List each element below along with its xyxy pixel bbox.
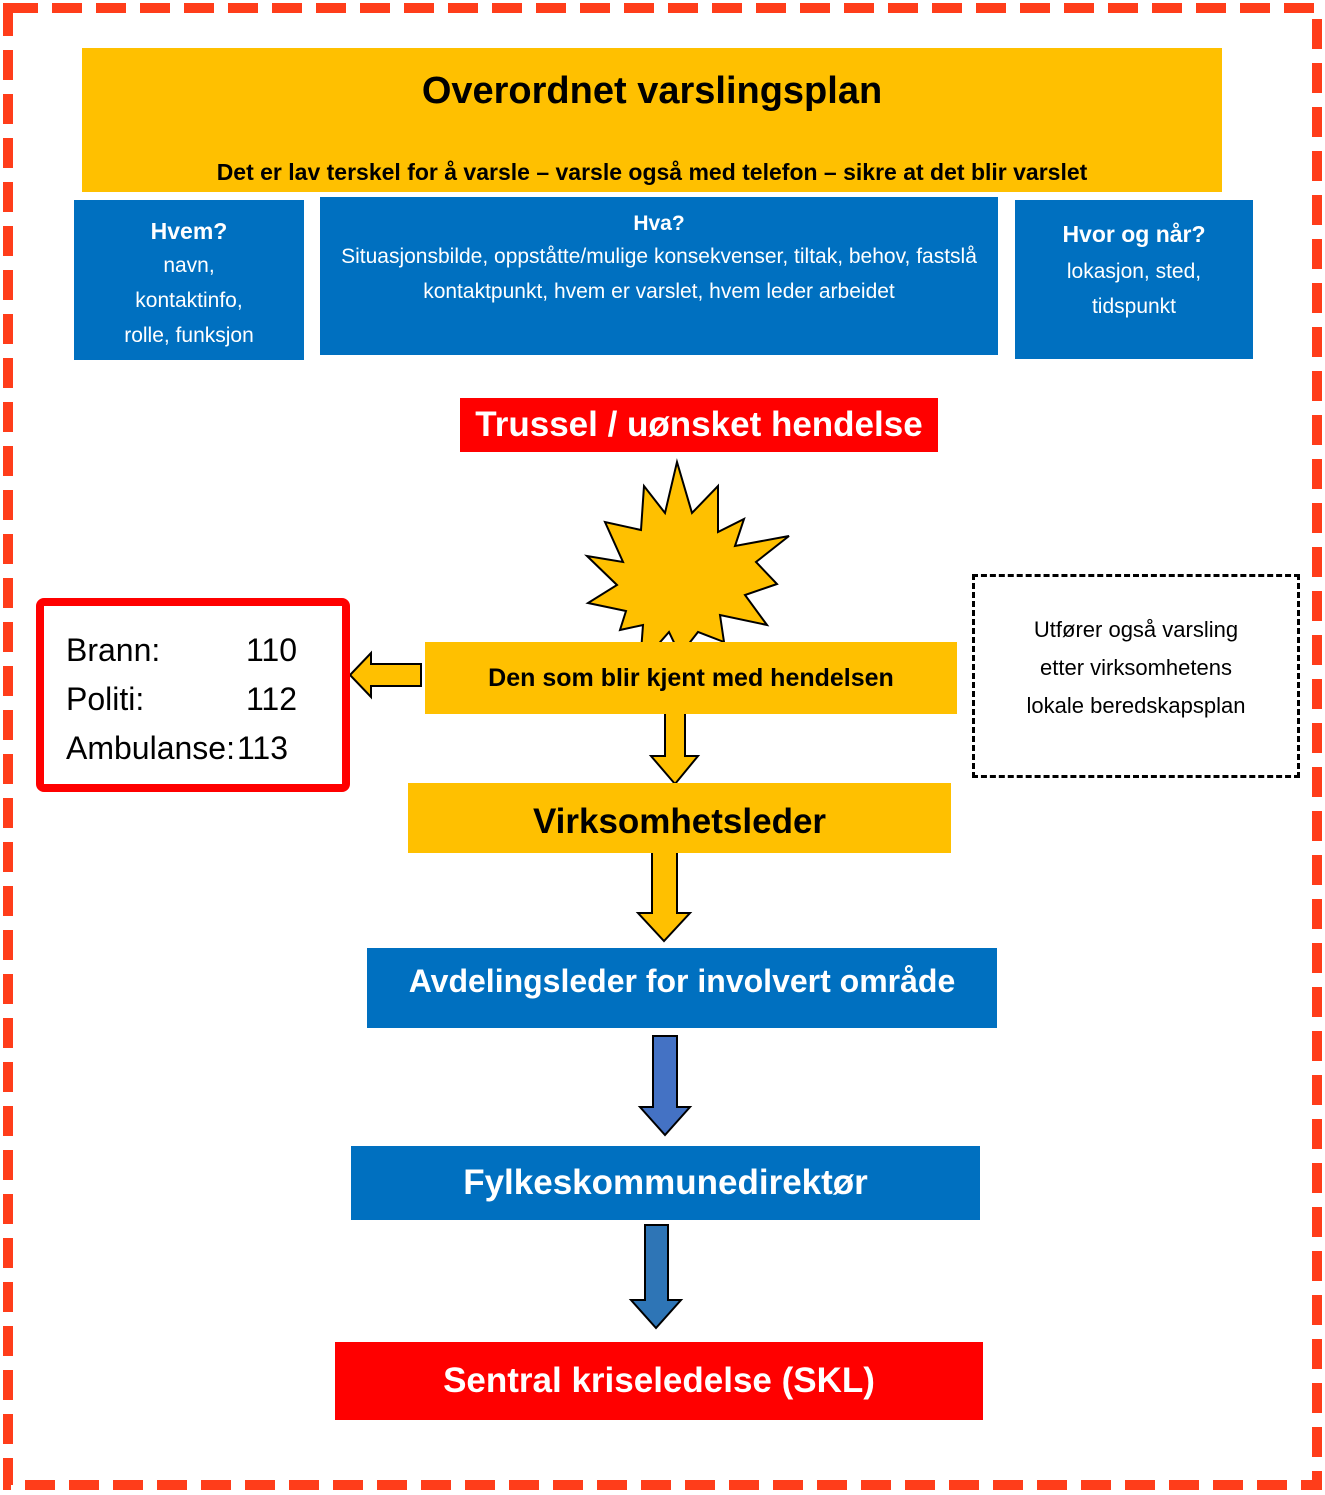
note-box: Utfører også varsling etter virksomheten… [972, 574, 1300, 778]
where-title: Hvor og når? [1062, 221, 1206, 247]
note-line: Utfører også varsling [1033, 617, 1239, 642]
note-line: lokale beredskapsplan [1026, 693, 1246, 718]
info-box-where: Hvor og når? lokasjon, sted, tidspunkt [1015, 200, 1253, 359]
emergency-label: Brann: [66, 632, 161, 668]
flow-step-dept: Avdelingsleder for involvert område [367, 948, 997, 1028]
threat-label: Trussel / uønsket hendelse [460, 398, 938, 452]
emergency-number: 110 [246, 632, 298, 668]
flow-step-director: Fylkeskommunedirektør [351, 1146, 980, 1220]
where-line: lokasjon, sted, [1066, 260, 1202, 283]
who-body: navn, kontaktinfo, rolle, funksjon [74, 248, 304, 353]
emergency-row: Brann: 110 [66, 626, 342, 675]
emergency-row: Politi: 112 [66, 675, 342, 724]
info-box-what: Hva? Situasjonsbilde, oppståtte/mulige k… [320, 197, 998, 355]
who-line: navn, [163, 254, 215, 277]
note-line: etter virksomhetens [1040, 655, 1232, 680]
flow-step-known: Den som blir kjent med hendelsen [425, 642, 957, 714]
page-subtitle: Det er lav terskel for å varsle – varsle… [216, 159, 1088, 185]
emergency-label: Politi: [66, 681, 145, 717]
who-line: kontaktinfo, [135, 289, 243, 312]
emergency-numbers-box: Brann: 110 Politi: 112 Ambulanse: 113 [36, 598, 350, 792]
what-body: Situasjonsbilde, oppståtte/mulige konsek… [341, 245, 977, 303]
emergency-number: 112 [246, 681, 298, 717]
flow-step-skl: Sentral kriseledelse (SKL) [335, 1342, 983, 1420]
who-title: Hvem? [150, 218, 228, 244]
header-banner: Overordnet varslingsplan Det er lav ters… [82, 48, 1222, 192]
emergency-label: Ambulanse: [66, 730, 235, 766]
page-title: Overordnet varslingsplan [421, 70, 883, 112]
emergency-row: Ambulanse: 113 [66, 724, 342, 773]
flow-step-leader: Virksomhetsleder [408, 783, 951, 853]
what-title: Hva? [633, 212, 685, 235]
emergency-number: 113 [236, 730, 288, 766]
info-box-who: Hvem? navn, kontaktinfo, rolle, funksjon [74, 200, 304, 360]
where-body: lokasjon, sted, tidspunkt [1015, 254, 1253, 324]
who-line: rolle, funksjon [124, 324, 254, 347]
where-line: tidspunkt [1091, 295, 1177, 318]
